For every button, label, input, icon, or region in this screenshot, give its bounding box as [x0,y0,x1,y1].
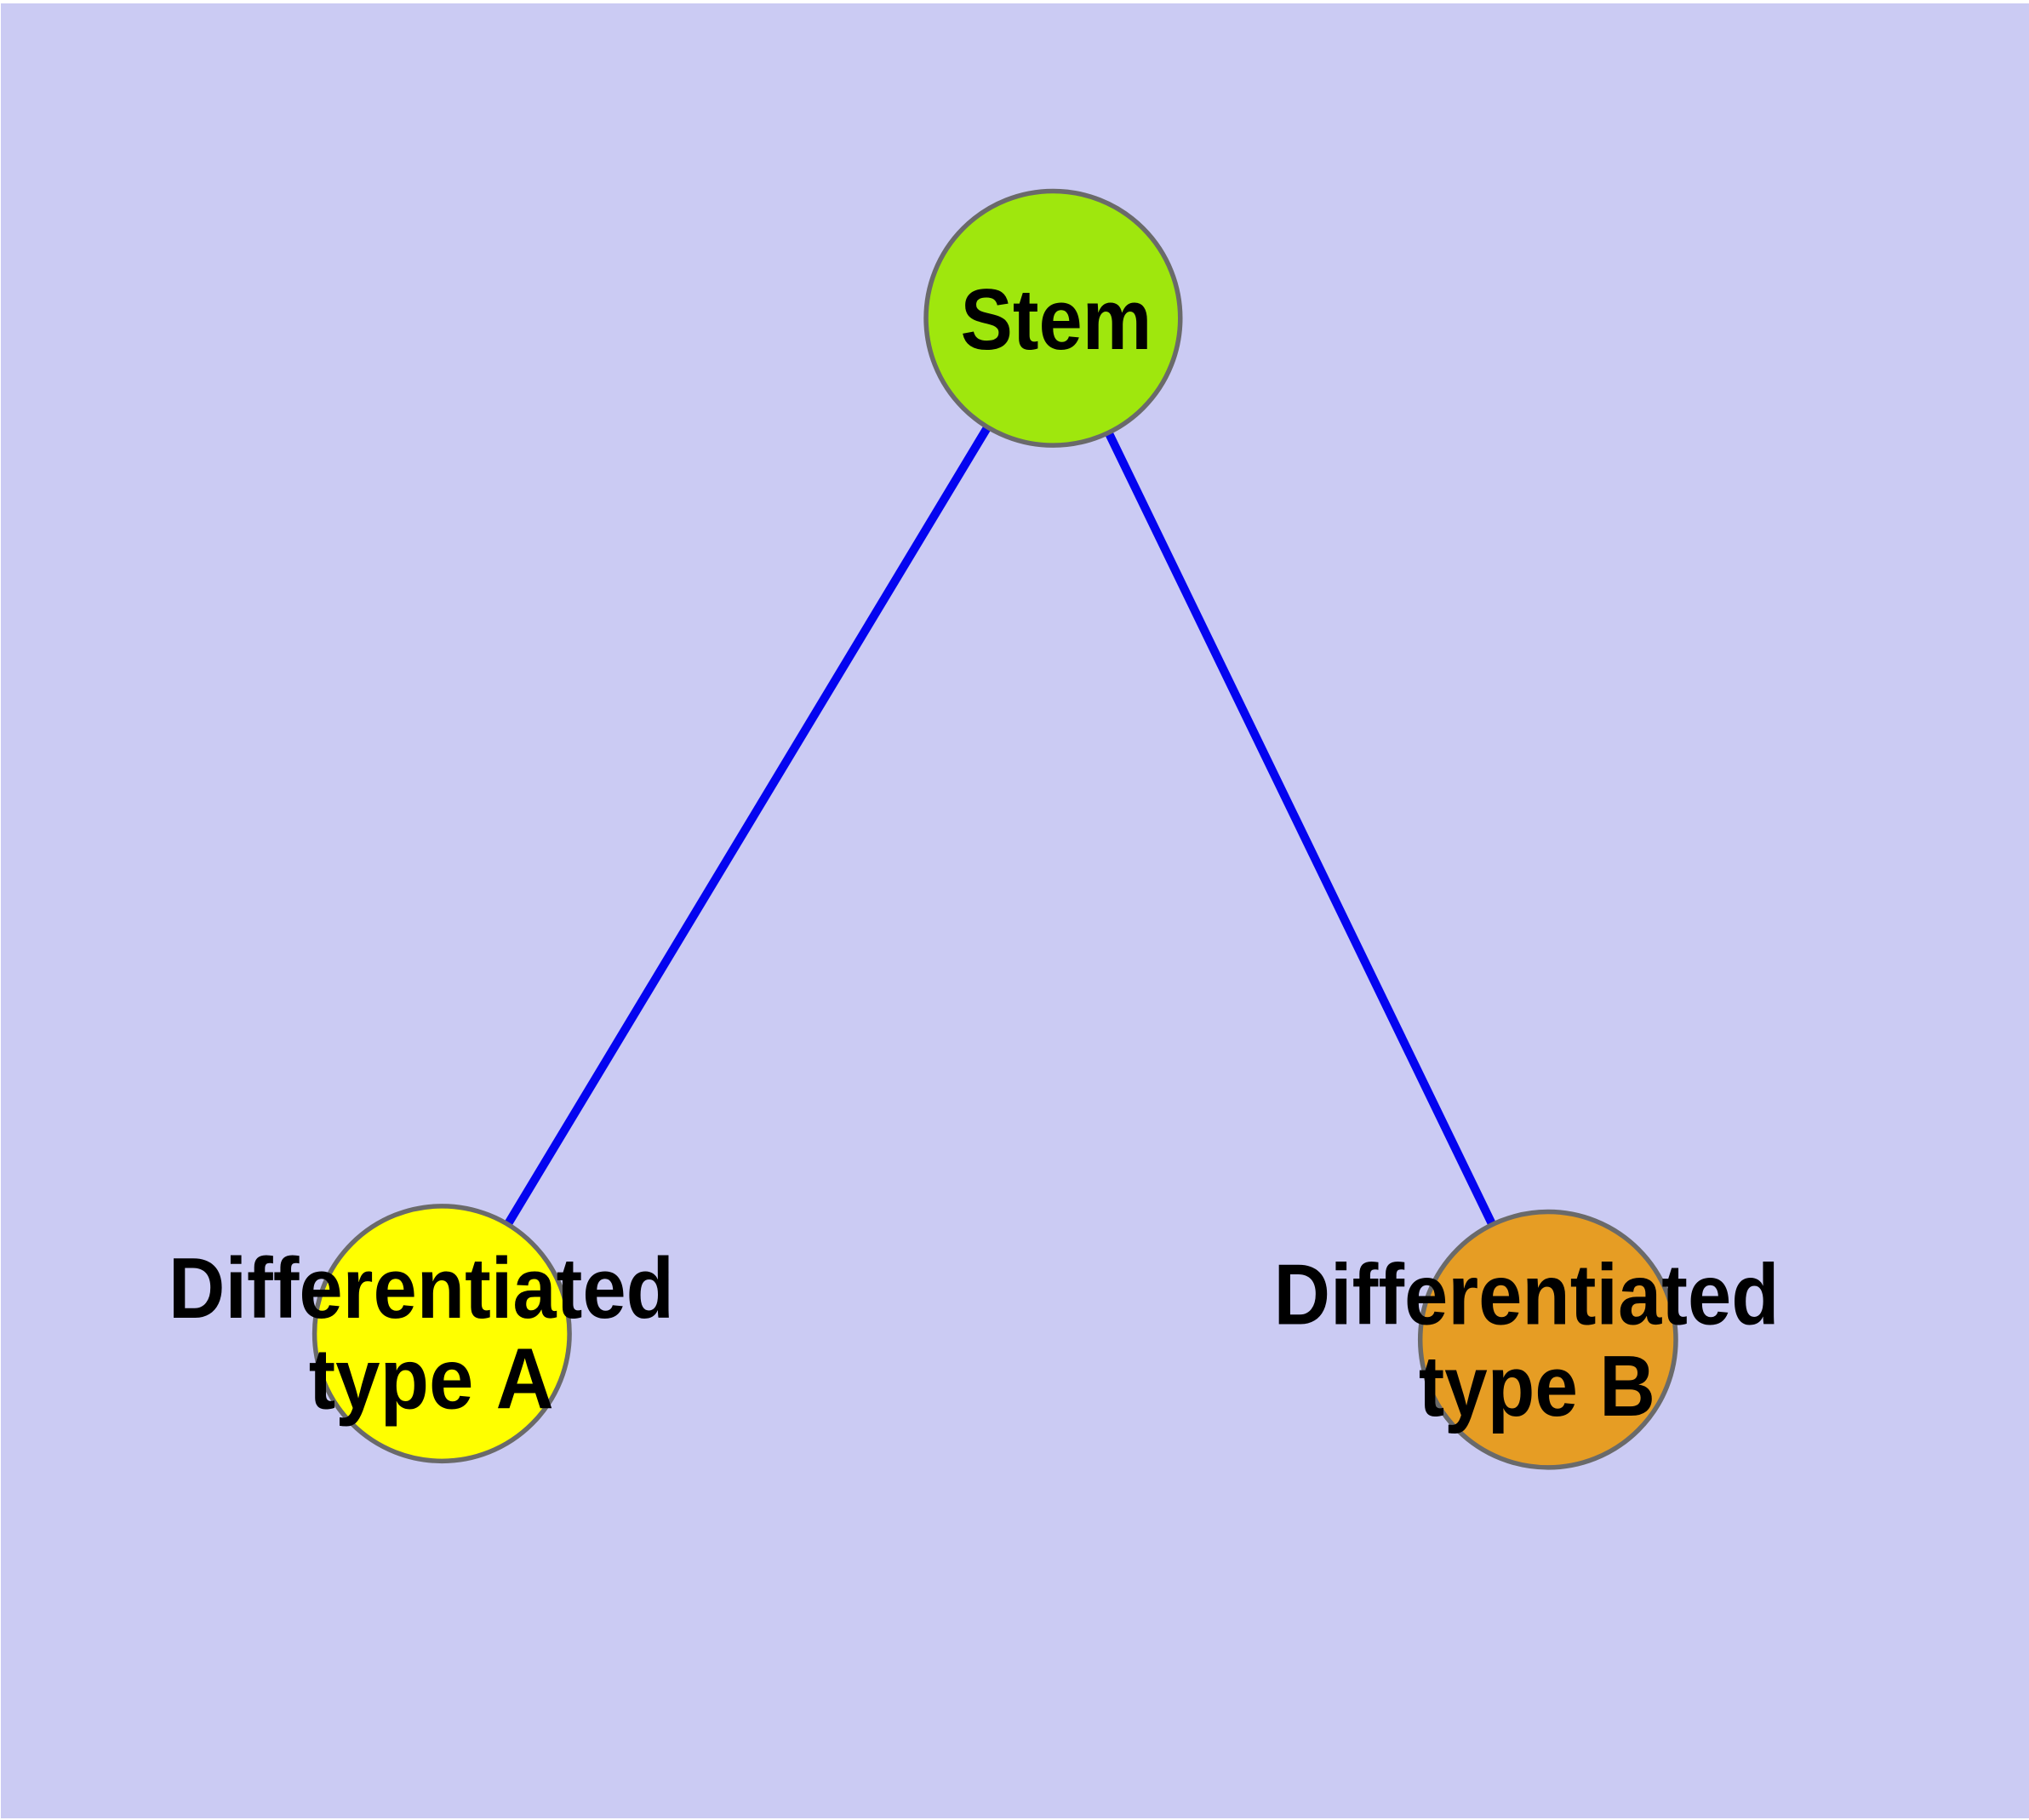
svg-text:type B: type B [1419,1339,1655,1434]
svg-text:Differentiated: Differentiated [1274,1248,1780,1343]
svg-text:type A: type A [309,1332,554,1428]
svg-text:Differentiated: Differentiated [169,1241,674,1336]
svg-text:Stem: Stem [961,272,1152,368]
